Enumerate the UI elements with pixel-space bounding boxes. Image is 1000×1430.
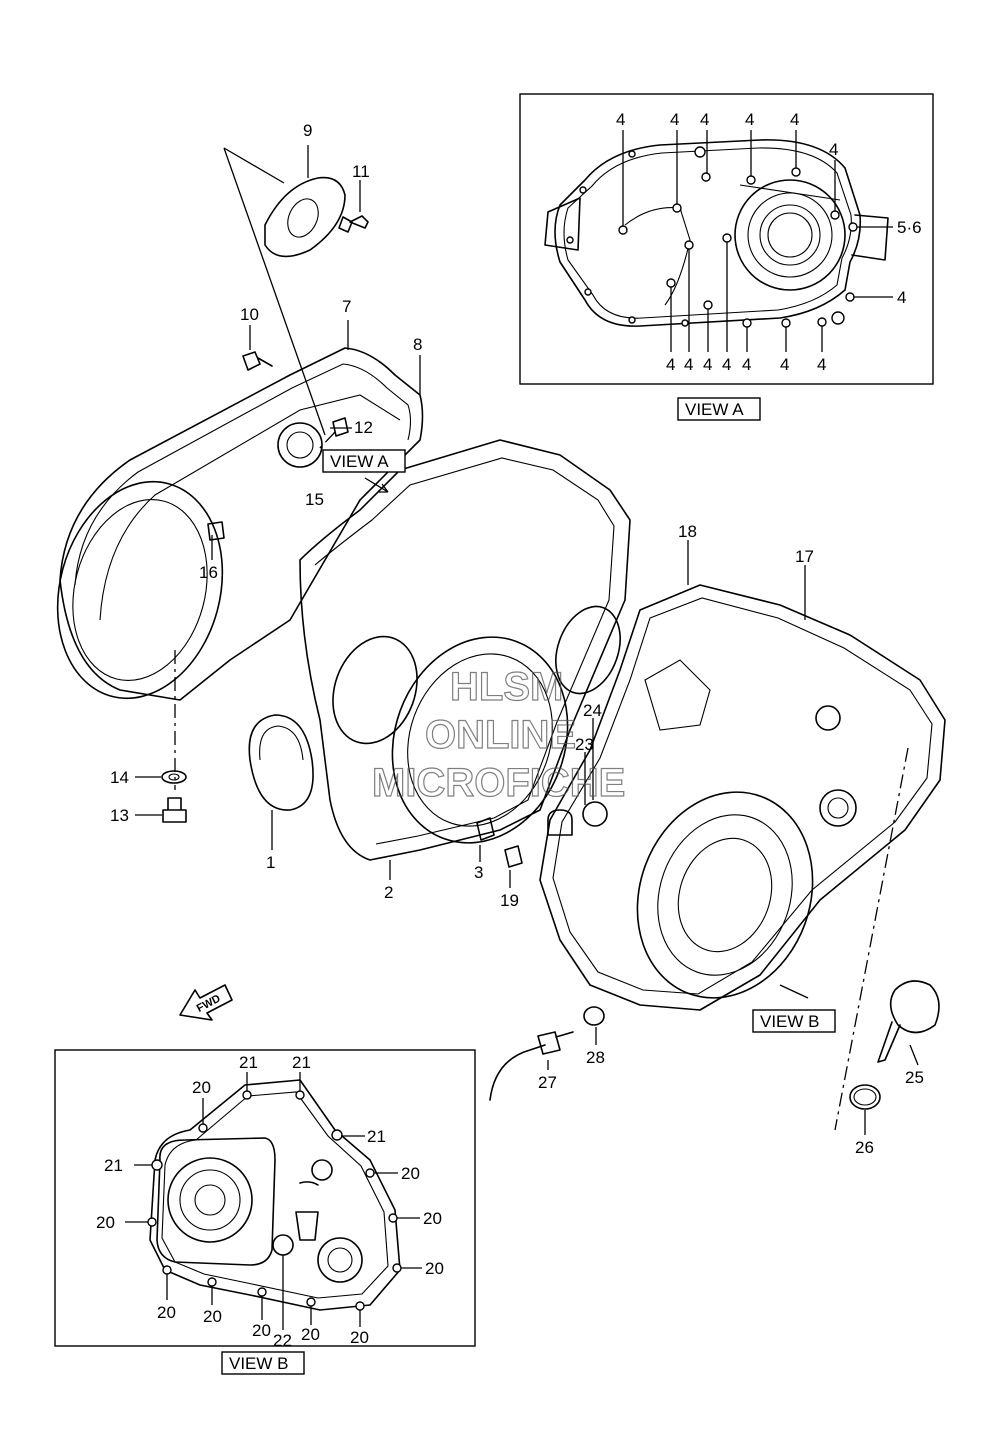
part-callout: 7 xyxy=(342,297,351,316)
part-callout: 19 xyxy=(500,891,519,910)
view-b-frame xyxy=(54,1049,476,1347)
view-a-callout: 4 xyxy=(684,355,693,374)
view-a-callout: 4 xyxy=(817,355,826,374)
view-a-cover xyxy=(554,139,862,327)
view-b-callout: 20 xyxy=(425,1259,444,1278)
view-a-bolts xyxy=(566,146,858,328)
part-callout: 1 xyxy=(266,853,275,872)
view-b-callout: 21 xyxy=(239,1053,258,1072)
part-callout: 18 xyxy=(678,522,697,541)
view-b-callout: 20 xyxy=(401,1164,420,1183)
part-callout: 11 xyxy=(352,162,370,181)
view-b-callout: 21 xyxy=(292,1053,311,1072)
watermark-line: ONLINE xyxy=(425,713,576,757)
part-8-plate xyxy=(264,176,346,258)
view-a-callout: 4 xyxy=(780,355,789,374)
view-b-callout: 20 xyxy=(350,1328,369,1347)
view-b-label-box xyxy=(221,1351,305,1375)
main-exploded-view: FWD 9 11 10 7 8 12 15 16 14 13 1 2 3 19 … xyxy=(56,121,946,1157)
part-17-right-cover xyxy=(539,584,946,1011)
view-a-callout: 4 xyxy=(703,355,712,374)
part-callout: 23 xyxy=(575,735,594,754)
view-a-callout: 4 xyxy=(700,110,709,129)
view-a-tab-left xyxy=(544,197,581,251)
watermark: HLSM ONLINE MICROFICHE xyxy=(371,664,626,805)
part-callout: 14 xyxy=(110,768,129,787)
fwd-arrow-icon xyxy=(179,984,233,1021)
view-a-callout: 4 xyxy=(742,355,751,374)
part-callout: 28 xyxy=(586,1048,605,1067)
part-callout: 26 xyxy=(855,1138,874,1157)
view-b-inset: 21 21 20 21 21 20 20 20 20 20 20 20 20 2… xyxy=(54,1049,476,1375)
view-a-tag: VIEW A xyxy=(330,452,389,471)
view-a-callout: 4 xyxy=(670,110,679,129)
view-b-callout: 21 xyxy=(367,1127,386,1146)
view-a-inset: 4 4 4 4 4 4 4 4 4 4 4 4 4 5·6 4 VIEW A xyxy=(519,93,934,421)
view-b-callout: 20 xyxy=(96,1213,115,1232)
watermark-line: MICROFICHE xyxy=(372,761,625,805)
view-b-callout: 22 xyxy=(273,1331,292,1350)
part-callout: 17 xyxy=(795,547,814,566)
view-b-cover xyxy=(149,1079,401,1311)
view-b-callout: 20 xyxy=(157,1303,176,1322)
view-a-callout: 4 xyxy=(745,110,754,129)
view-a-callout: 4 xyxy=(790,110,799,129)
part-callout: 8 xyxy=(413,335,422,354)
view-a-callout: 4 xyxy=(666,355,675,374)
view-b-callout: 20 xyxy=(301,1325,320,1344)
part-callout: 15 xyxy=(305,490,324,509)
part-callout: 24 xyxy=(583,701,602,720)
view-a-tag-box xyxy=(322,449,406,473)
view-b-bolts xyxy=(147,1090,402,1311)
part-callout: 10 xyxy=(240,305,259,324)
view-b-tag-box xyxy=(752,1009,836,1033)
view-a-callout-5-6: 5·6 xyxy=(897,218,922,237)
view-b-callout: 21 xyxy=(104,1156,123,1175)
view-a-callout: 4 xyxy=(722,355,731,374)
view-b-callout: 20 xyxy=(203,1307,222,1326)
view-b-callout: 20 xyxy=(192,1078,211,1097)
part-7-outer-cover xyxy=(59,347,424,701)
part-callout: 9 xyxy=(303,121,312,140)
part-callout: 16 xyxy=(199,563,218,582)
view-a-callout: 4 xyxy=(897,288,906,307)
view-a-callout: 4 xyxy=(616,110,625,129)
part-callout: 12 xyxy=(354,418,373,437)
part-callout: 25 xyxy=(905,1068,924,1087)
part-callout: 13 xyxy=(110,806,129,825)
view-b-tag: VIEW B xyxy=(760,1012,820,1031)
view-a-label: VIEW A xyxy=(685,400,744,419)
part-1-duct xyxy=(248,714,314,811)
part-callout: 27 xyxy=(538,1073,557,1092)
view-b-label: VIEW B xyxy=(229,1354,289,1373)
view-a-label-box xyxy=(677,397,761,421)
view-b-callout: 20 xyxy=(423,1209,442,1228)
view-b-callout: 20 xyxy=(252,1321,271,1340)
part-callout: 2 xyxy=(384,883,393,902)
watermark-line: HLSM xyxy=(450,665,563,709)
part-callout: 3 xyxy=(474,863,483,882)
part-2-inner-case xyxy=(299,439,631,861)
view-a-callout: 4 xyxy=(829,140,838,159)
